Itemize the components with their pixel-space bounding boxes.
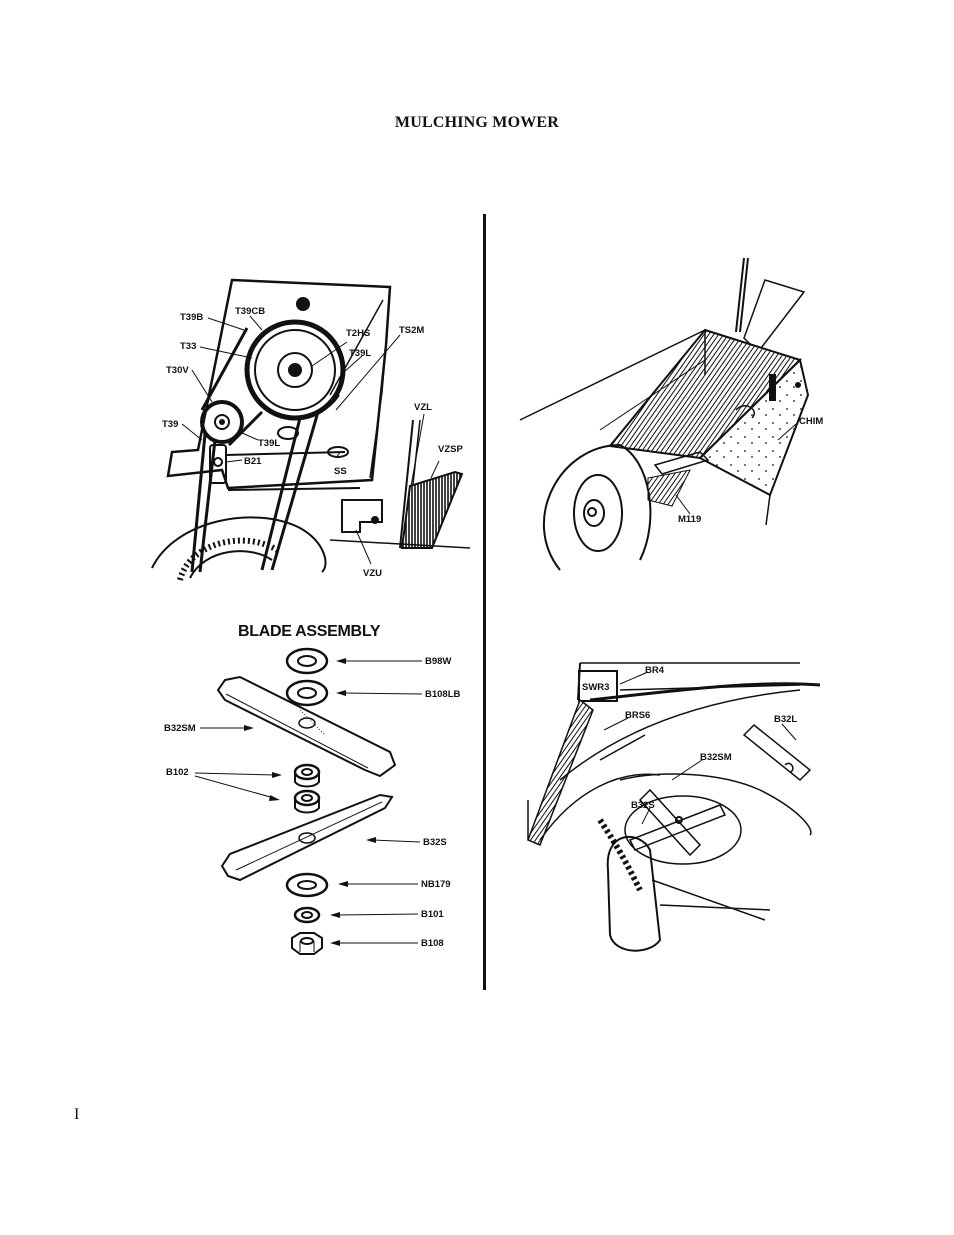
blade-assembly-title: BLADE ASSEMBLY: [238, 623, 381, 640]
label-b108: B108: [421, 938, 444, 949]
center-divider: [483, 214, 486, 990]
deck-view-illustration: [527, 662, 821, 952]
label-t33: T33: [180, 341, 196, 352]
chute-illustration: [519, 257, 810, 571]
label-vzl: VZL: [414, 402, 432, 413]
label-t39l-top: T39L: [349, 348, 371, 359]
label-br4: BR4: [645, 665, 665, 676]
chute-leaders: [675, 423, 797, 515]
label-t39l-bottom: T39L: [258, 438, 280, 449]
deck-view-leaders: [603, 671, 797, 825]
label-ss: SS: [334, 466, 347, 477]
page-mark: I: [74, 1106, 80, 1123]
label-b21: B21: [244, 456, 262, 467]
label-m119: M119: [678, 514, 701, 525]
label-b32s-deck: B32S: [631, 800, 655, 811]
belt-drive-illustration: [151, 278, 471, 581]
belt-drive-leaders: [181, 315, 440, 565]
blade-assembly-leaders: [194, 658, 423, 946]
blade-assembly-labels: B98W B108LB B32SM B102 B32S NB179 B101 B…: [164, 656, 461, 949]
label-ts2m: TS2M: [399, 325, 424, 336]
label-t30v: T30V: [166, 365, 189, 376]
label-chim: CHIM: [799, 416, 823, 427]
label-b32l: B32L: [774, 714, 797, 725]
blade-assembly-illustration: [216, 647, 397, 955]
belt-drive-labels: T39B T39CB T33 T30V T39 T2HS TS2M T39L T…: [162, 306, 463, 579]
label-vzsp: VZSP: [438, 444, 463, 455]
label-b32s-blade: B32S: [423, 837, 447, 848]
label-vzu: VZU: [363, 568, 382, 579]
label-t39: T39: [162, 419, 178, 430]
label-t39b: T39B: [180, 312, 203, 323]
chute-labels: CHIM M119: [678, 416, 823, 525]
label-nb179: NB179: [421, 879, 451, 890]
label-b32sm-blade: B32SM: [164, 723, 196, 734]
label-swr3: SWR3: [582, 682, 609, 693]
label-t39cb: T39CB: [235, 306, 265, 317]
label-b101: B101: [421, 909, 444, 920]
label-b102: B102: [166, 767, 189, 778]
label-brs6: BRS6: [625, 710, 650, 721]
deck-view-labels: SWR3 BR4 BRS6 B32L B32SM B32S: [582, 665, 797, 811]
label-t2hs: T2HS: [346, 328, 370, 339]
page-title: MULCHING MOWER: [394, 114, 560, 131]
label-b32sm-deck: B32SM: [700, 752, 732, 763]
label-b98w: B98W: [425, 656, 451, 667]
label-b108lb: B108LB: [425, 689, 461, 700]
